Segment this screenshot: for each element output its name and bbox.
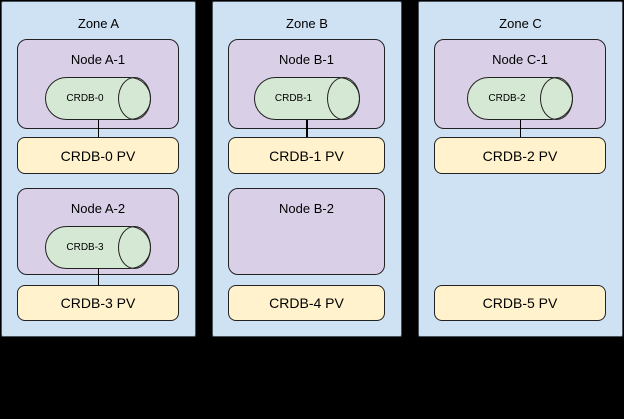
crdb-3-pod-cylinder: CRDB-3 — [45, 226, 151, 269]
cylinder-cap-icon — [326, 77, 360, 120]
connector-crdb2-to-pv — [519, 120, 521, 137]
cylinder-cap-icon — [118, 77, 151, 120]
crdb-3-pv-box: CRDB-3 PV — [17, 285, 179, 321]
node-a1-box: Node A-1 CRDB-0 — [17, 39, 179, 129]
crdb-3-pv-label: CRDB-3 PV — [60, 295, 136, 311]
cylinder-cap-icon — [118, 226, 151, 269]
crdb-2-pv-box: CRDB-2 PV — [434, 137, 606, 174]
crdb-1-pod-cylinder: CRDB-1 — [253, 77, 360, 120]
crdb-2-pod-cylinder: CRDB-2 — [467, 77, 573, 120]
node-c1-box: Node C-1 CRDB-2 — [434, 39, 606, 129]
zone-c-title: Zone C — [499, 16, 542, 31]
node-c1-title: Node C-1 — [492, 52, 548, 67]
crdb-2-pod-label: CRDB-2 — [488, 93, 526, 104]
node-a2-title: Node A-2 — [70, 201, 126, 216]
crdb-1-pv-label: CRDB-1 PV — [269, 147, 344, 164]
crdb-1-pv-box: CRDB-1 PV — [228, 137, 385, 174]
cylinder-cap-icon — [540, 77, 573, 120]
crdb-5-pv-label: CRDB-5 PV — [482, 295, 558, 311]
zone-a-title: Zone A — [77, 16, 120, 31]
crdb-4-pv-label: CRDB-4 PV — [269, 295, 344, 311]
crdb-0-pv-box: CRDB-0 PV — [17, 137, 179, 174]
crdb-4-pv-box: CRDB-4 PV — [228, 285, 385, 321]
crdb-0-pod-cylinder: CRDB-0 — [45, 77, 151, 120]
node-a1-title: Node A-1 — [70, 52, 126, 67]
crdb-3-pod-label: CRDB-3 — [66, 242, 104, 253]
zone-c-container: Zone C Node C-1 CRDB-2 CRDB-2 PV CRDB-5 … — [418, 1, 623, 337]
connector-crdb3-to-pv — [97, 268, 99, 285]
zone-a-container: Zone A Node A-1 CRDB-0 CRDB-0 PV Node A-… — [1, 1, 196, 337]
crdb-0-pv-label: CRDB-0 PV — [60, 147, 136, 164]
node-a2-box: Node A-2 CRDB-3 — [17, 188, 179, 275]
node-b2-title: Node B-2 — [279, 201, 334, 216]
crdb-1-pod-label: CRDB-1 — [274, 93, 313, 104]
connector-crdb0-to-pv — [97, 120, 99, 137]
crdb-0-pod-label: CRDB-0 — [66, 93, 104, 104]
zone-b-title: Zone B — [286, 16, 328, 31]
node-b1-box: Node B-1 CRDB-1 — [228, 39, 385, 129]
node-b2-box: Node B-2 — [228, 188, 385, 275]
node-b1-title: Node B-1 — [279, 52, 334, 67]
connector-crdb1-to-pv — [306, 120, 308, 137]
zone-b-container: Zone B Node B-1 CRDB-1 CRDB-1 PV Node B-… — [212, 1, 402, 337]
crdb-5-pv-box: CRDB-5 PV — [434, 285, 606, 321]
crdb-2-pv-label: CRDB-2 PV — [482, 147, 558, 164]
